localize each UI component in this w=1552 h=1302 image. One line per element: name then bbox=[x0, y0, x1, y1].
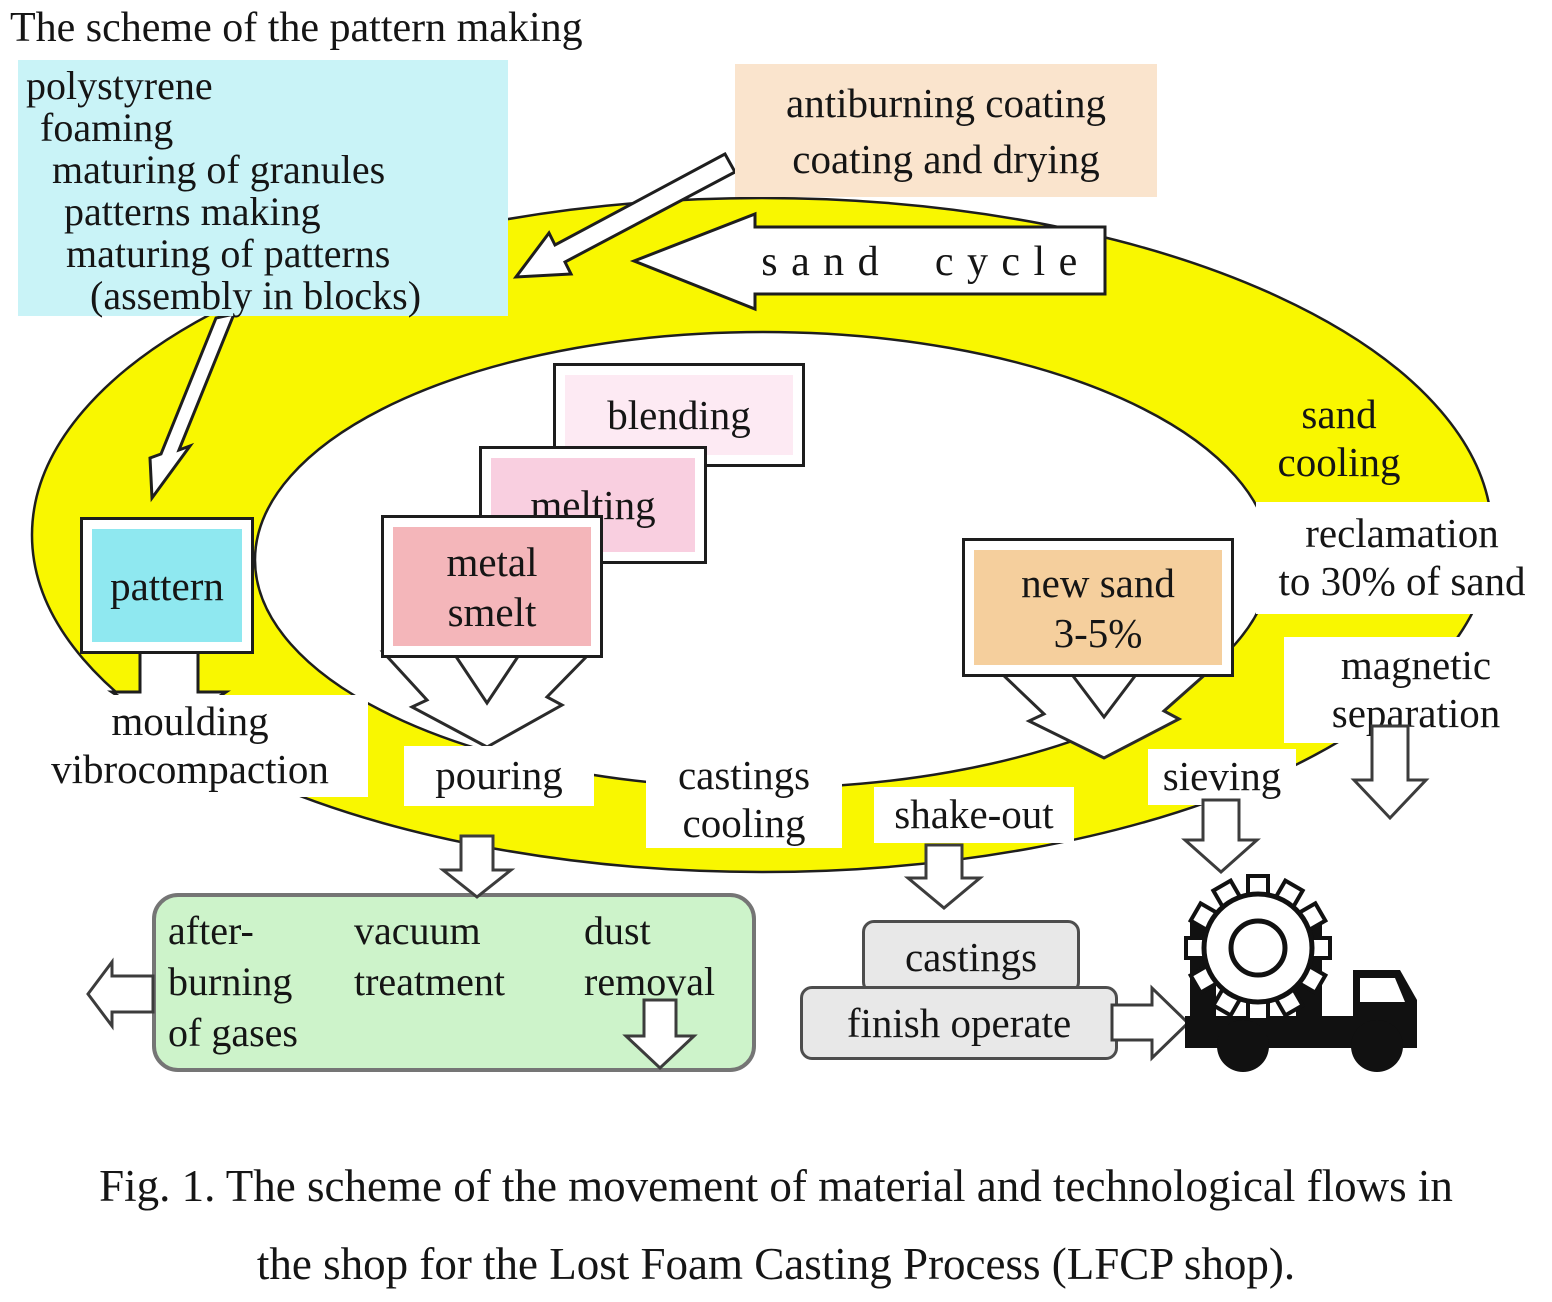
new-sand-line: new sand bbox=[1021, 559, 1175, 606]
castings-box: castings bbox=[862, 920, 1080, 994]
after-burning-line: burning bbox=[168, 959, 293, 1004]
page-title: The scheme of the pattern making bbox=[10, 5, 583, 51]
sand-cycle-arrow bbox=[629, 211, 1107, 312]
pattern-scheme-line: patterns making bbox=[64, 189, 321, 234]
castings-cooling-label: castings cooling bbox=[646, 752, 842, 848]
metal-smelt-line: metal bbox=[446, 538, 538, 585]
pouring-label: pouring bbox=[404, 746, 594, 806]
finish-operate-box: finish operate bbox=[800, 986, 1118, 1060]
after-burning-line: after- bbox=[168, 908, 254, 953]
pouring-text: pouring bbox=[435, 752, 563, 799]
reclamation-label: reclamation to 30% of sand bbox=[1256, 502, 1548, 614]
sieving-label: sieving bbox=[1148, 749, 1296, 805]
coating-line: coating and drying bbox=[792, 135, 1100, 182]
pattern-scheme-line: foaming bbox=[40, 105, 174, 150]
metal-smelt-box: metal smelt bbox=[381, 515, 603, 658]
coating-to-scheme-arrow bbox=[512, 151, 738, 279]
castings-cooling-line: cooling bbox=[682, 800, 806, 846]
dust-removal-line: dust bbox=[584, 908, 651, 953]
pattern-scheme-line: (assembly in blocks) bbox=[90, 273, 422, 318]
dust-removal-line: removal bbox=[584, 959, 716, 1004]
pattern-scheme-line: maturing of granules bbox=[52, 147, 386, 192]
antiburning-coating-panel: antiburning coating coating and drying bbox=[735, 64, 1157, 197]
sand-cooling-line: sand bbox=[1301, 391, 1377, 438]
blending-label: blending bbox=[607, 392, 751, 438]
scheme-to-pattern-arrow bbox=[148, 311, 237, 503]
sand-cycle-label: sand cycle bbox=[761, 239, 1091, 285]
coating-line: antiburning coating bbox=[786, 79, 1106, 126]
sand-cooling-line: cooling bbox=[1277, 439, 1401, 485]
castings-cooling-line: castings bbox=[677, 752, 811, 799]
vacuum-line: vacuum bbox=[354, 908, 481, 953]
new-sand-line: 3-5% bbox=[1053, 609, 1143, 656]
pattern-scheme-line: polystyrene bbox=[26, 63, 213, 108]
metal-smelt-line: smelt bbox=[447, 588, 537, 635]
finish-operate-text: finish operate bbox=[846, 1000, 1072, 1046]
shake-out-text: shake-out bbox=[894, 791, 1054, 838]
new-sand-box: new sand 3-5% bbox=[962, 538, 1234, 677]
metal-smelt-down-arrow bbox=[379, 650, 595, 749]
vacuum-line: treatment bbox=[354, 959, 506, 1004]
shake-out-label: shake-out bbox=[874, 787, 1074, 843]
figure-caption-line-1: Fig. 1. The scheme of the movement of ma… bbox=[99, 1161, 1453, 1211]
magnetic-line: magnetic bbox=[1340, 642, 1492, 689]
new-sand-down-arrow bbox=[996, 670, 1212, 760]
figure-caption-line-2: the shop for the Lost Foam Casting Proce… bbox=[256, 1239, 1296, 1289]
blending-box: blending bbox=[553, 363, 805, 467]
gas-treatment-box: after- burning of gases vacuum treatment… bbox=[152, 893, 756, 1072]
pattern-label: pattern bbox=[110, 562, 224, 609]
sieving-text: sieving bbox=[1162, 753, 1282, 800]
reclamation-line: reclamation bbox=[1305, 510, 1499, 557]
moulding-line: vibrocompaction bbox=[51, 746, 329, 792]
moulding-line: moulding bbox=[111, 698, 269, 745]
sand-cooling-label: sand cooling bbox=[1248, 390, 1430, 488]
castings-text: castings bbox=[904, 934, 1038, 980]
dust-removal-column: dust removal bbox=[584, 905, 715, 1007]
after-burning-column: after- burning of gases bbox=[168, 905, 298, 1058]
reclamation-line: to 30% of sand bbox=[1278, 558, 1526, 604]
pattern-scheme-line: maturing of patterns bbox=[66, 231, 391, 276]
magnetic-line: separation bbox=[1331, 690, 1501, 736]
pattern-box: pattern bbox=[80, 517, 254, 654]
pattern-making-panel: polystyrene foaming maturing of granules… bbox=[18, 60, 508, 318]
after-burning-line: of gases bbox=[168, 1010, 298, 1055]
magnetic-separation-label: magnetic separation bbox=[1284, 637, 1548, 743]
vacuum-treatment-column: vacuum treatment bbox=[354, 905, 505, 1007]
moulding-label: moulding vibrocompaction bbox=[12, 695, 368, 797]
